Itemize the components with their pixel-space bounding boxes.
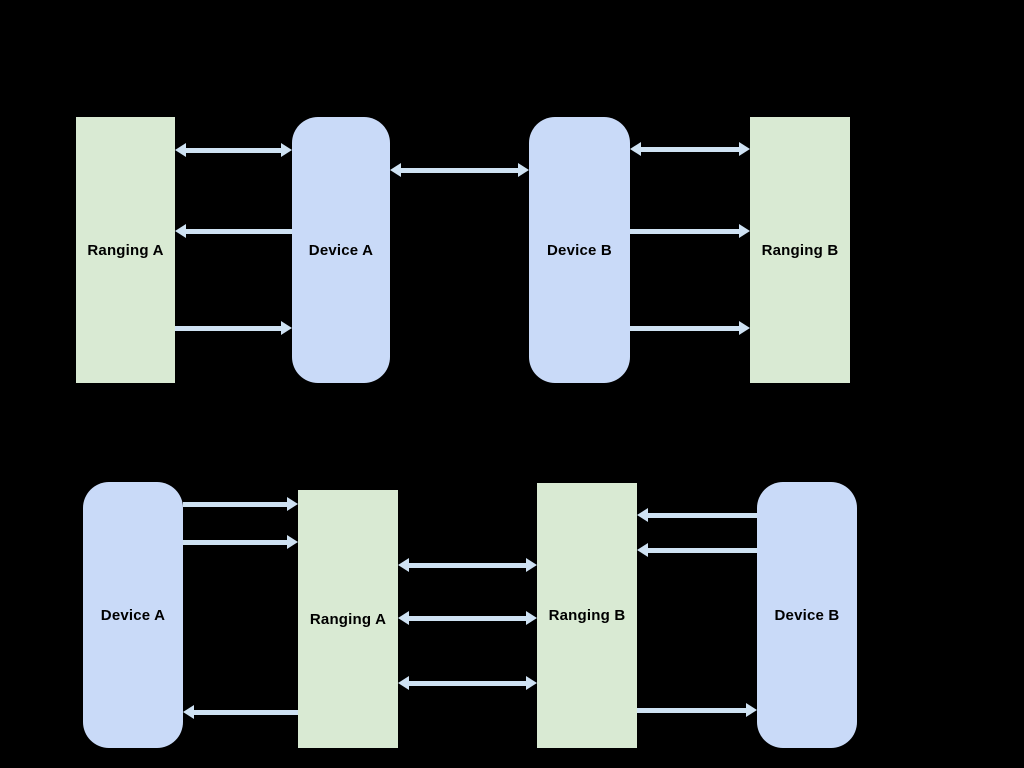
box-device-b-top: Device B bbox=[529, 117, 630, 383]
box-device-b-bottom: Device B bbox=[757, 482, 857, 748]
arrow-device-a-to-ranging-a-1 bbox=[183, 497, 298, 511]
box-ranging-b-bottom: Ranging B bbox=[537, 483, 637, 748]
arrow-device-b-ranging-b-bidirectional bbox=[630, 142, 750, 156]
arrow-ranging-b-to-device-b bbox=[637, 703, 757, 717]
box-label: Ranging A bbox=[309, 610, 387, 628]
box-label: Ranging B bbox=[761, 241, 839, 259]
arrow-device-b-to-ranging-b-2 bbox=[630, 321, 750, 335]
box-label: Device B bbox=[774, 606, 840, 624]
arrow-ranging-a-ranging-b-bidirectional-3 bbox=[398, 676, 537, 690]
arrow-ranging-a-to-device-a bbox=[175, 321, 292, 335]
box-label: Device A bbox=[308, 241, 374, 259]
box-device-a-top: Device A bbox=[292, 117, 390, 383]
arrow-ranging-a-device-a-bidirectional bbox=[175, 143, 292, 157]
arrow-ranging-a-ranging-b-bidirectional-1 bbox=[398, 558, 537, 572]
box-ranging-a-top: Ranging A bbox=[76, 117, 175, 383]
arrow-device-b-to-ranging-b-2 bbox=[637, 543, 757, 557]
box-device-a-bottom: Device A bbox=[83, 482, 183, 748]
box-ranging-b-top: Ranging B bbox=[750, 117, 850, 383]
arrow-device-b-to-ranging-b-1 bbox=[637, 508, 757, 522]
box-label: Device B bbox=[547, 241, 612, 259]
arrow-device-a-to-ranging-a-2 bbox=[183, 535, 298, 549]
arrow-device-b-to-ranging-b-1 bbox=[630, 224, 750, 238]
arrow-device-a-to-ranging-a bbox=[175, 224, 292, 238]
arrow-ranging-a-to-device-a bbox=[183, 705, 298, 719]
box-ranging-a-bottom: Ranging A bbox=[298, 490, 398, 748]
box-label: Ranging B bbox=[548, 607, 626, 624]
arrow-ranging-a-ranging-b-bidirectional-2 bbox=[398, 611, 537, 625]
arrow-device-a-device-b-bidirectional bbox=[390, 163, 529, 177]
box-label: Ranging A bbox=[87, 241, 164, 259]
box-label: Device A bbox=[100, 606, 166, 624]
